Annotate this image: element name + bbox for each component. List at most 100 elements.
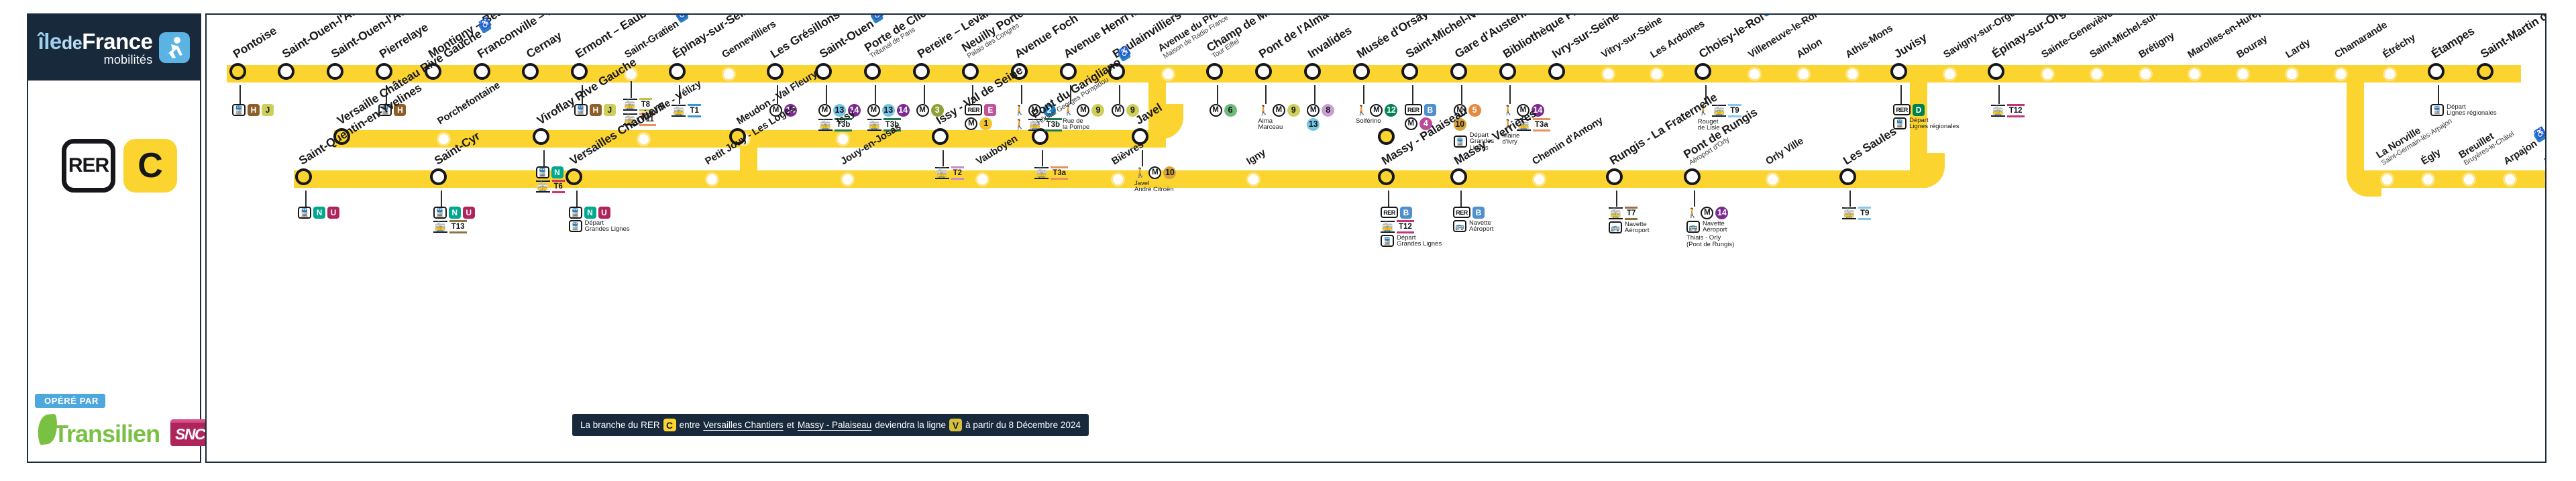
metro-line-14-badge[interactable]: 14	[896, 103, 910, 117]
station-villeneuve-le-roi[interactable]	[1750, 68, 1760, 79]
station-chemin-d-antony[interactable]	[1534, 174, 1544, 184]
station-avenue-du-pr-sident-kennedy[interactable]	[1163, 68, 1174, 79]
metro-line-8-badge[interactable]: 8	[1322, 103, 1335, 117]
station-ermont-eaubonne[interactable]	[571, 62, 593, 85]
train-icon[interactable]: 🚆	[568, 206, 582, 219]
station-versaille-ch-teau-rive-gauche[interactable]	[333, 127, 356, 150]
station-saint-michel-sur-orge[interactable]	[2091, 68, 2102, 79]
tram-T3b-connection[interactable]: 🚋T3b	[867, 117, 902, 131]
station-pereire-levallois[interactable]	[913, 62, 935, 85]
station-les-gr-sillons[interactable]	[766, 62, 789, 85]
train-icon[interactable]: 🚆	[298, 206, 311, 219]
metro-icon[interactable]: M	[1404, 117, 1417, 130]
metro-icon[interactable]: M	[1272, 103, 1285, 117]
line-N-badge[interactable]: N	[584, 206, 596, 219]
metro-icon[interactable]: M	[1516, 103, 1529, 117]
line-U-badge[interactable]: U	[598, 206, 610, 219]
metro-line-9-badge[interactable]: 9	[1126, 103, 1139, 117]
station-avenue-foch[interactable]	[1010, 62, 1033, 85]
station-saint-ouen-l-aum-ne[interactable]	[278, 62, 300, 85]
station-jouy-en-josas[interactable]	[842, 174, 853, 184]
station-pontoise[interactable]	[229, 62, 252, 85]
walking-connection-icon[interactable]: 🚶	[1502, 104, 1514, 115]
line-B-badge[interactable]: B	[1424, 103, 1436, 116]
station-orly-ville[interactable]	[1767, 174, 1778, 184]
station-saint-cyr[interactable]	[430, 168, 452, 191]
walking-connection-icon[interactable]: 🚶	[1697, 105, 1710, 115]
metro-icon[interactable]: M	[1453, 103, 1466, 117]
station-issy-val-de-seine[interactable]	[932, 127, 954, 150]
line-N-badge[interactable]: N	[551, 166, 564, 178]
station-neuilly-porte-maillot[interactable]	[961, 62, 984, 85]
station-saint-quentin-en-yvelines[interactable]	[294, 168, 317, 191]
walking-connection-icon[interactable]: 🚶	[1014, 119, 1026, 129]
tram-T1-connection[interactable]: 🚋T1	[672, 103, 701, 117]
metro-line-13-badge[interactable]: 13	[881, 103, 895, 117]
metro-icon[interactable]: M	[916, 103, 929, 117]
walking-connection-icon[interactable]: 🚶	[1134, 166, 1146, 178]
station-montigny-beauchamp[interactable]	[424, 62, 447, 85]
station-gly[interactable]	[2422, 174, 2433, 184]
metro-line-12-badge[interactable]: 12	[1385, 103, 1398, 117]
station-viroflay-rive-gauche[interactable]	[533, 127, 555, 150]
tram-T12-connection[interactable]: 🚋T12	[1990, 103, 2025, 117]
station-chamarande[interactable]	[2336, 68, 2347, 79]
station-invalides[interactable]	[1303, 62, 1326, 85]
station-massy-verri-res[interactable]	[1450, 168, 1472, 191]
station-pont-de-rungis[interactable]	[1683, 168, 1706, 191]
station-saint-michel-notre-dame[interactable]	[1401, 62, 1424, 85]
station-chaville-v-lizy[interactable]	[638, 133, 649, 144]
station-vitry-sur-seine[interactable]	[1603, 68, 1613, 79]
rer-icon[interactable]: RER	[1404, 104, 1422, 115]
metro-icon[interactable]: M	[1701, 206, 1714, 219]
station-avenue-henri-martin[interactable]	[1059, 62, 1082, 85]
walking-connection-icon[interactable]: 🚶	[1356, 104, 1368, 115]
tram-T11-connection[interactable]: 🚋T11	[623, 112, 656, 126]
metro-icon[interactable]: M	[818, 103, 831, 117]
metro-line-2-badge[interactable]: 2	[1042, 103, 1056, 117]
metro-line-4-badge[interactable]: 4	[1419, 117, 1432, 130]
metro-line-9-badge[interactable]: 9	[1091, 103, 1105, 117]
line-H-badge[interactable]: H	[589, 103, 602, 116]
rer-icon[interactable]: RER	[965, 104, 983, 115]
station-tr-chy[interactable]	[2384, 68, 2395, 79]
metro-icon[interactable]: M	[867, 103, 880, 117]
rer-icon[interactable]: RER	[1453, 207, 1470, 218]
station-ablon[interactable]	[1798, 68, 1809, 79]
station-champ-de-mars[interactable]	[1206, 62, 1228, 85]
metro-icon[interactable]: M	[1307, 103, 1320, 117]
metro-icon[interactable]: M	[1209, 103, 1222, 117]
line-B-badge[interactable]: B	[1472, 206, 1485, 219]
station-les-ardoines[interactable]	[1652, 68, 1662, 79]
station-petit-jouy-les-loges[interactable]	[706, 174, 717, 184]
line-N-badge[interactable]: N	[448, 206, 461, 219]
metro-icon[interactable]: M	[1370, 103, 1383, 117]
line-N-badge[interactable]: N	[313, 206, 325, 219]
metro-line-1-badge[interactable]: 1	[979, 117, 993, 130]
metro-line-10-badge[interactable]: 10	[1163, 166, 1177, 179]
tram-T6-connection[interactable]: 🚋T6	[535, 179, 565, 193]
line-J-badge[interactable]: J	[262, 103, 274, 116]
station-savigny-sur-orge[interactable]	[1945, 68, 1955, 79]
tram-T3a-connection[interactable]: 🚋T3a	[1034, 166, 1069, 180]
tram-T13-connection[interactable]: 🚋T13	[433, 219, 467, 233]
metro-line-14-badge[interactable]: 14	[1531, 103, 1544, 117]
tram-T9-connection[interactable]: 🚋T9	[1842, 206, 1872, 220]
station-saint-martin-d-tampes[interactable]	[2476, 62, 2499, 85]
station-rungis-la-fraternelle[interactable]	[1605, 168, 1628, 191]
station-lardy[interactable]	[2287, 68, 2298, 79]
train-icon[interactable]: 🚆	[535, 166, 549, 178]
station-juvisy[interactable]	[1890, 62, 1913, 85]
walking-connection-icon[interactable]: 🚶	[1502, 119, 1514, 129]
train-icon[interactable]: 🚆	[433, 206, 447, 219]
station-javel[interactable]	[1131, 127, 1154, 150]
interchange-node[interactable]	[1377, 127, 1400, 150]
line-H-badge[interactable]: H	[248, 103, 260, 116]
tram-T3a-connection[interactable]: 🚋T3a	[1516, 117, 1550, 131]
interchange-node[interactable]	[729, 127, 751, 150]
station-breuillet[interactable]	[2464, 174, 2474, 184]
tram-T3b-connection[interactable]: 🚋T3b	[818, 117, 853, 131]
metro-line-14-badge[interactable]: 14	[784, 103, 798, 117]
station-gare-d-austerlitz[interactable]	[1450, 62, 1472, 85]
metro-line-9-badge[interactable]: 9	[1287, 103, 1300, 117]
